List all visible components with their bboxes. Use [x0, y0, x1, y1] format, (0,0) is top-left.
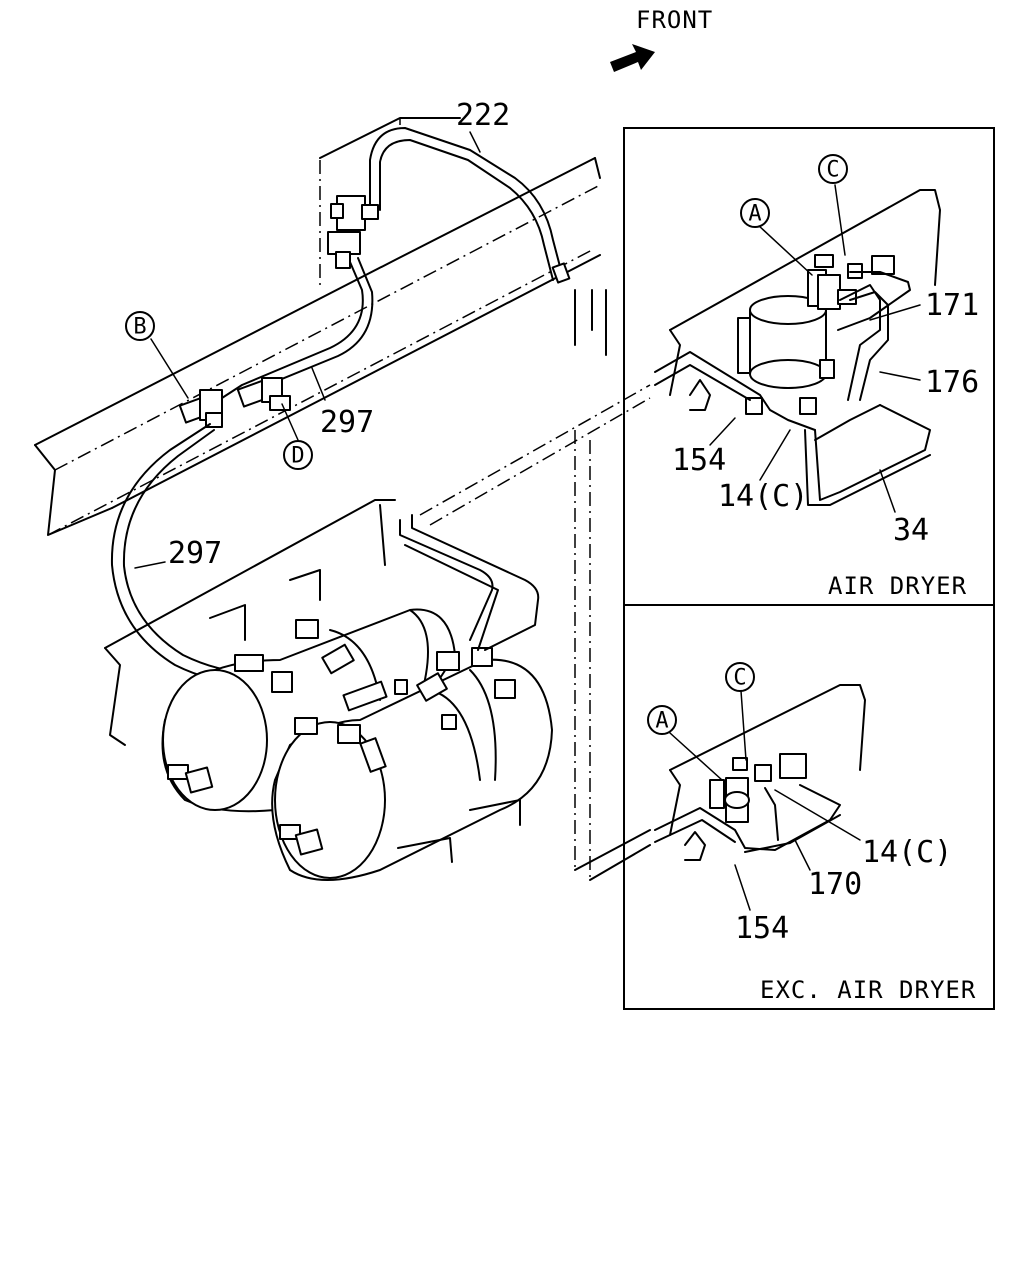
phantom-pipes — [419, 384, 651, 881]
label-222: 222 — [456, 98, 510, 133]
label-176: 176 — [925, 365, 979, 400]
air-dryer-caption: AIR DRYER — [828, 572, 967, 600]
fitting-d — [236, 377, 291, 411]
tank-rail — [104, 499, 396, 746]
valve-assembly — [327, 195, 379, 269]
exc-air-dryer-caption: EXC. AIR DRYER — [760, 976, 976, 1004]
label-154-air: 154 — [672, 443, 726, 478]
frame-rail — [34, 117, 607, 536]
svg-text:C: C — [826, 158, 839, 183]
fitting-b — [178, 389, 223, 428]
air-dryer-drawing — [654, 189, 941, 506]
callout-a-exc: A — [647, 705, 677, 735]
front-indicator: FRONT — [610, 6, 713, 72]
svg-text:B: B — [133, 315, 146, 340]
front-label: FRONT — [636, 6, 713, 34]
pipes-to-tanks — [399, 514, 540, 651]
svg-text:C: C — [733, 666, 746, 691]
leader-lines — [134, 131, 921, 911]
tank-fittings — [234, 619, 516, 773]
svg-text:A: A — [748, 202, 761, 227]
label-171: 171 — [925, 288, 979, 323]
label-297-upper: 297 — [320, 405, 374, 440]
callout-a-air-dryer: A — [740, 198, 770, 228]
label-34: 34 — [893, 513, 929, 548]
callout-c-air-dryer: C — [818, 154, 848, 184]
label-154-exc: 154 — [735, 911, 789, 946]
label-14c-air: 14(C) — [718, 479, 808, 514]
pipe-297-upper — [221, 257, 374, 399]
label-14c-exc: 14(C) — [862, 835, 952, 870]
callout-d: D — [283, 440, 313, 470]
front-arrow-icon — [610, 44, 655, 72]
svg-text:D: D — [291, 444, 304, 469]
inset-frames — [623, 127, 995, 1010]
pipe-222 — [369, 127, 571, 284]
svg-text:A: A — [655, 709, 668, 734]
label-297-lower: 297 — [168, 536, 222, 571]
callout-c-exc: C — [725, 662, 755, 692]
callout-b: B — [125, 311, 155, 341]
part-labels: 222 297 297 171 176 154 14(C) 34 14(C) 1… — [168, 98, 979, 946]
exc-air-dryer-drawing — [654, 684, 866, 861]
label-170: 170 — [808, 867, 862, 902]
air-tank-front — [271, 658, 553, 881]
